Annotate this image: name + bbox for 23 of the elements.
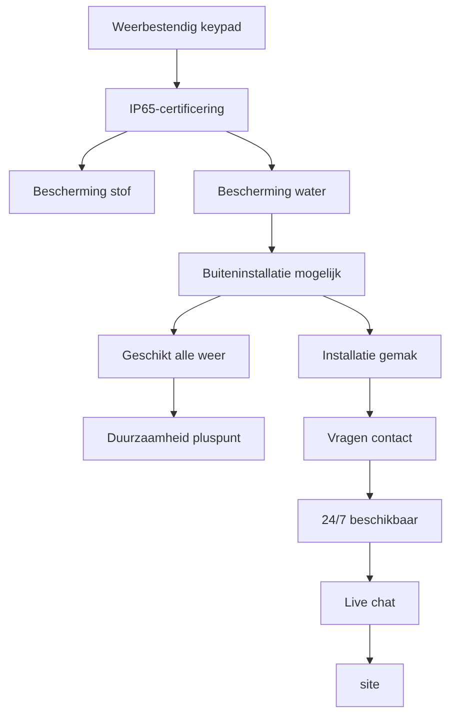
arrow bbox=[366, 624, 374, 664]
arrow bbox=[170, 295, 222, 336]
arrow bbox=[366, 542, 374, 582]
process-box: site bbox=[336, 664, 404, 708]
arrow bbox=[366, 460, 374, 500]
arrow bbox=[170, 377, 178, 418]
process-box: Vragen contact bbox=[303, 416, 436, 460]
arrow bbox=[173, 48, 180, 89]
process-box: 24/7 beschikbaar bbox=[298, 499, 442, 543]
process-box: Live chat bbox=[320, 581, 420, 625]
process-box: Bescherming water bbox=[194, 170, 350, 214]
arrow bbox=[226, 130, 276, 172]
process-box: Weerbestendig keypad bbox=[88, 6, 266, 50]
process-box: IP65-certificering bbox=[105, 88, 248, 132]
process-box: Duurzaamheid pluspunt bbox=[82, 416, 265, 460]
process-box: Geschikt alle weer bbox=[98, 334, 250, 378]
arrow bbox=[78, 130, 128, 172]
arrow bbox=[366, 377, 374, 418]
arrow bbox=[268, 213, 276, 254]
process-box: Installatie gemak bbox=[298, 334, 442, 378]
process-box: Buiteninstallatie mogelijk bbox=[178, 252, 366, 296]
arrow bbox=[322, 295, 374, 336]
process-box: Bescherming stof bbox=[8, 170, 155, 214]
